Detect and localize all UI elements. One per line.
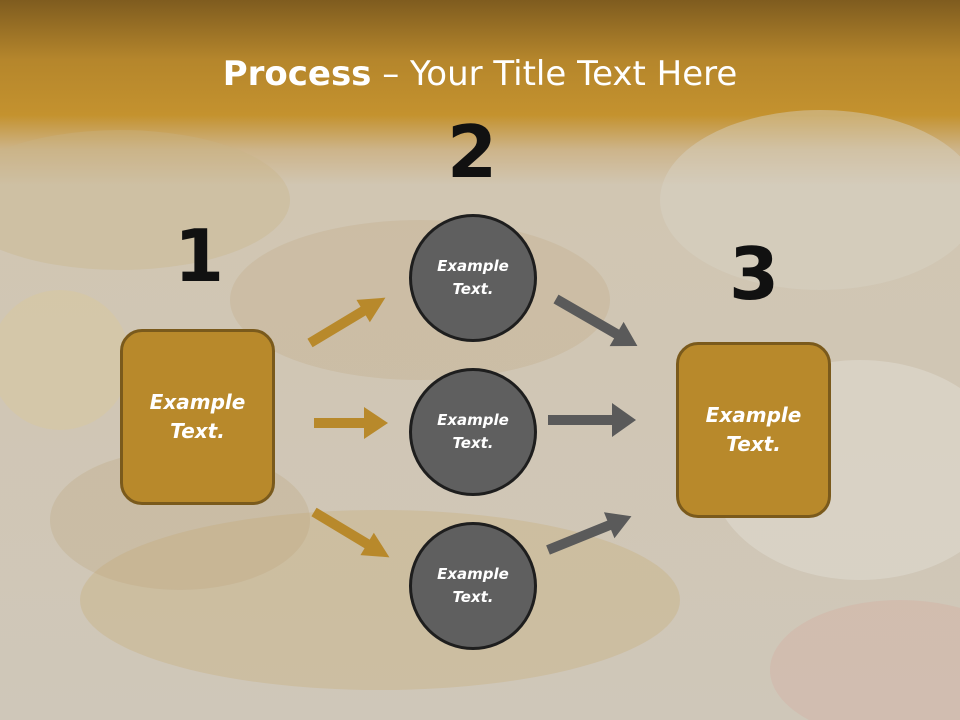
- step-number-1: 1: [173, 214, 225, 298]
- process-box-left: Example Text.: [120, 329, 275, 505]
- process-box-left-label: Example Text.: [149, 390, 246, 443]
- slide-title: Process – Your Title Text Here: [0, 52, 960, 96]
- title-rest: – Your Title Text Here: [371, 54, 738, 94]
- process-circle-bottom: Example Text.: [409, 522, 537, 650]
- process-circle-bottom-label: Example Text.: [437, 565, 509, 606]
- process-circle-middle-label: Example Text.: [437, 411, 509, 452]
- step-number-3: 3: [728, 232, 780, 316]
- process-box-right-label: Example Text.: [705, 403, 802, 456]
- process-circle-middle: Example Text.: [409, 368, 537, 496]
- title-bold: Process: [222, 54, 372, 94]
- process-box-right: Example Text.: [676, 342, 831, 518]
- process-circle-top: Example Text.: [409, 214, 537, 342]
- step-number-2: 2: [446, 110, 498, 194]
- process-circle-top-label: Example Text.: [437, 257, 509, 298]
